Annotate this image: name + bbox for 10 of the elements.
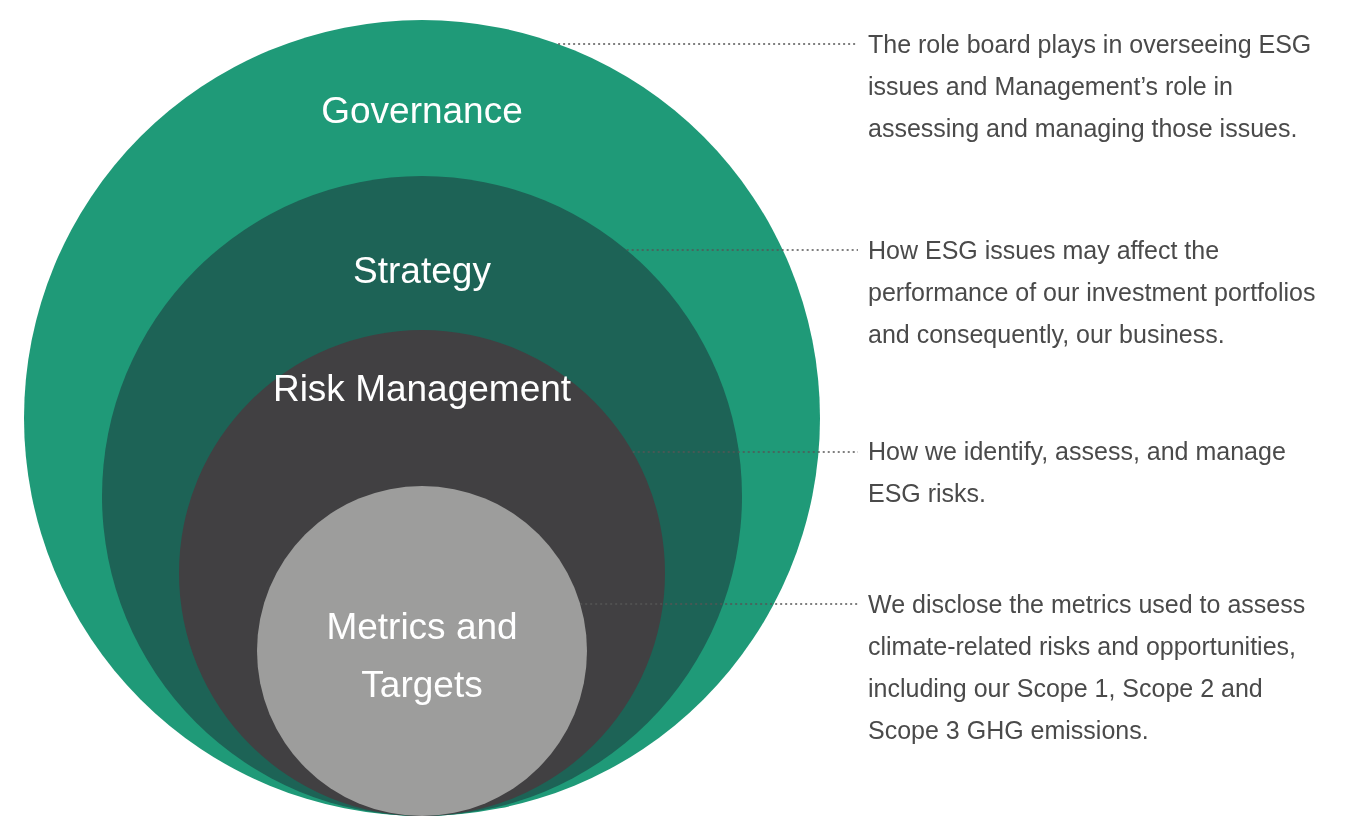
circle-label: Strategy [352, 249, 492, 293]
description-text: How we identify, assess, and manage ESG risks. [868, 430, 1323, 514]
circle-label: Metrics and Targets [325, 605, 519, 707]
description-text: We disclose the metrics used to assess climate-related risks and opportunities, including our Scope 1, Scope 2 and Scope 3 GHG emissions. [868, 583, 1323, 751]
leader-line [626, 249, 859, 251]
description-text: How ESG issues may affect the performance of our investment portfolios and consequently, our business. [868, 229, 1323, 355]
leader-line [579, 603, 859, 605]
description-text: The role board plays in overseeing ESG issues and Management’s role in assessing and managing those issues. [868, 23, 1323, 149]
circle-label: Governance [320, 89, 524, 133]
circle-label: Risk Management [272, 367, 572, 411]
